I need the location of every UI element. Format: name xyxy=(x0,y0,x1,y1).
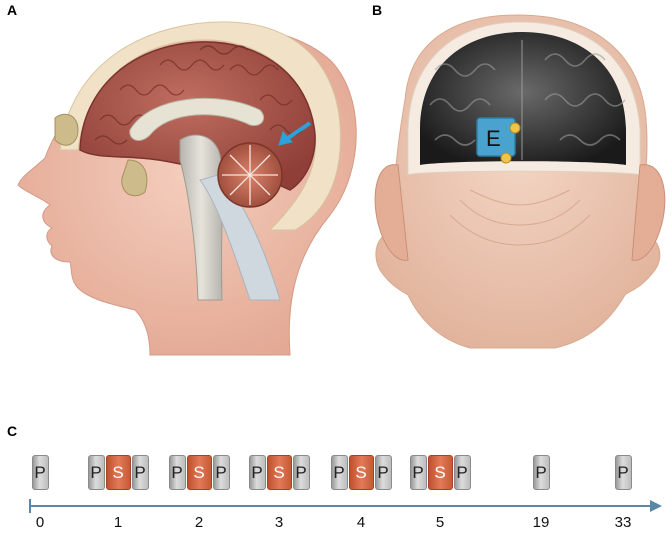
electrode-pad xyxy=(476,117,516,157)
probe-box: P xyxy=(453,455,471,490)
probe-box: P xyxy=(87,455,105,490)
electrode-wire-bottom xyxy=(500,152,512,164)
gyri xyxy=(94,45,303,145)
back-of-head-illustration xyxy=(374,14,666,349)
stimulation-box: S xyxy=(266,455,292,490)
probe-box: P xyxy=(212,455,230,490)
session-day-label: 5 xyxy=(435,514,445,531)
electrode-label: E xyxy=(486,126,501,151)
probe-box: P xyxy=(532,455,550,490)
probe-box: P xyxy=(614,455,632,490)
probe-box: P xyxy=(330,455,348,490)
electrode-wire-top xyxy=(509,122,521,134)
nasal-bone xyxy=(121,159,148,197)
cerebellum-arrow xyxy=(278,121,312,146)
neck-muscles xyxy=(449,189,591,246)
left-ear xyxy=(374,164,409,261)
stimulation-box: S xyxy=(186,455,212,490)
session-day-label: 33 xyxy=(614,514,632,531)
session-day-label: 0 xyxy=(35,514,45,531)
session-day-label: 1 xyxy=(113,514,123,531)
probe-box: P xyxy=(131,455,149,490)
session-day-label: 3 xyxy=(274,514,284,531)
dark-gyri xyxy=(429,40,626,160)
panel-label-c: C xyxy=(7,423,18,439)
session-day-label: 2 xyxy=(194,514,204,531)
stimulation-box: S xyxy=(348,455,374,490)
axis-arrowhead xyxy=(650,500,662,512)
right-ear xyxy=(631,164,666,261)
panel-label-a: A xyxy=(7,2,18,18)
stimulation-box: S xyxy=(427,455,453,490)
session-day-label: 4 xyxy=(356,514,366,531)
panel-label-b: B xyxy=(372,2,383,18)
cerebellum-folia xyxy=(222,145,278,205)
sinus xyxy=(54,113,79,146)
timeline-axis xyxy=(29,499,662,513)
probe-box: P xyxy=(374,455,392,490)
probe-box: P xyxy=(168,455,186,490)
probe-box: P xyxy=(292,455,310,490)
session-day-label: 19 xyxy=(532,514,550,531)
probe-box: P xyxy=(31,455,49,490)
probe-box: P xyxy=(248,455,266,490)
skull xyxy=(59,21,341,231)
corpus-callosum xyxy=(129,97,265,141)
stimulation-box: S xyxy=(105,455,131,490)
probe-box: P xyxy=(409,455,427,490)
